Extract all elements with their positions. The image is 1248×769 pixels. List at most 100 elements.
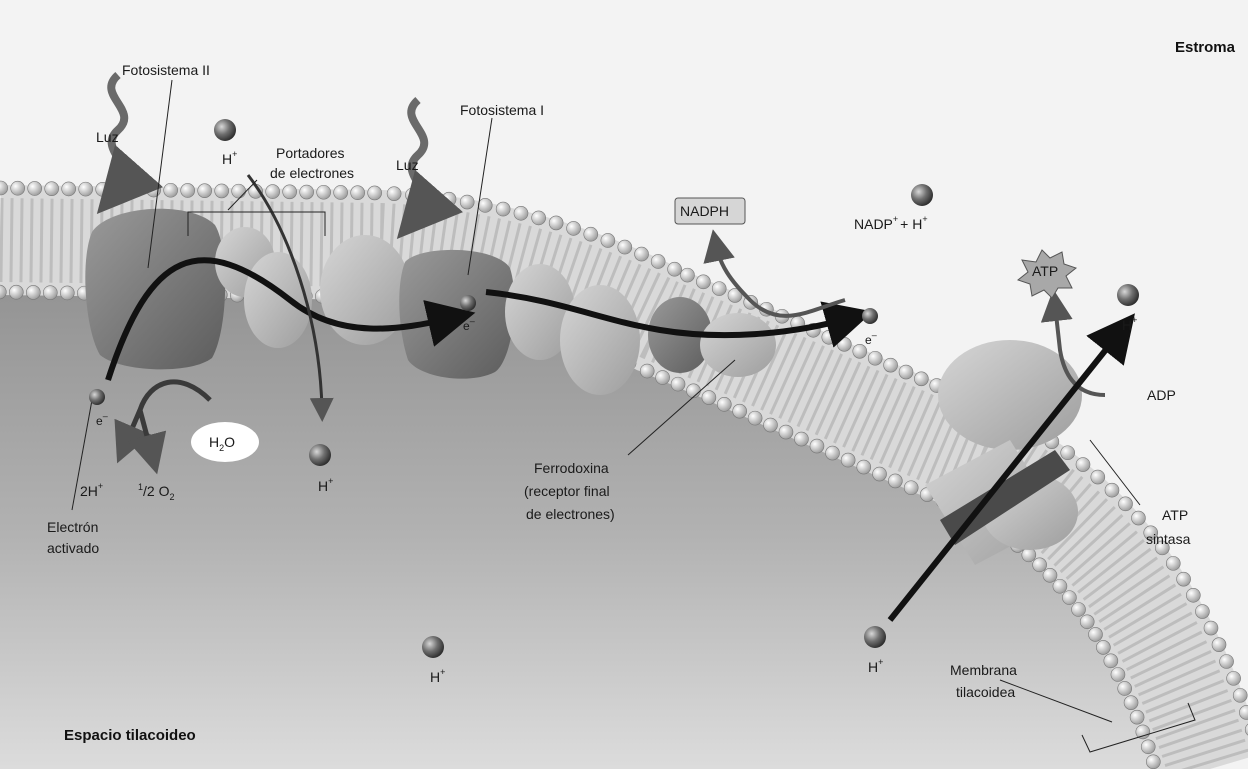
phospholipid-head — [1220, 655, 1234, 669]
phospholipid-head — [733, 404, 747, 418]
phospholipid-head — [1177, 572, 1191, 586]
phospholipid-head — [826, 446, 840, 460]
activated-electron-label-1: Electrón — [47, 519, 98, 535]
phospholipid-head — [478, 198, 492, 212]
phospholipid-head — [1233, 688, 1247, 702]
nadph-label: NADPH — [680, 203, 729, 219]
phospholipid-head — [532, 211, 546, 225]
adp-label: ADP — [1147, 387, 1176, 403]
phospholipid-head — [1146, 755, 1160, 769]
region-lumen-label: Espacio tilacoideo — [64, 727, 196, 744]
phospholipid-head — [696, 275, 710, 289]
phospholipid-head — [1076, 458, 1090, 472]
phospholipid-head — [442, 192, 456, 206]
phospholipid-head — [1195, 605, 1209, 619]
phospholipid-head — [232, 184, 246, 198]
phospholipid-head — [334, 185, 348, 199]
two-h-sup: + — [98, 481, 103, 491]
phospholipid-head — [584, 227, 598, 241]
phospholipid-head — [514, 206, 528, 220]
proton-h-stroma-2 — [911, 184, 933, 206]
phospholipid-head — [496, 202, 510, 216]
two-h-text: 2H — [80, 483, 98, 499]
electron-psi — [460, 295, 476, 311]
photosystem-ii — [85, 209, 225, 370]
phospholipid-head — [317, 185, 331, 199]
water-o: O — [224, 434, 235, 450]
phospholipid-head — [748, 411, 762, 425]
phospholipid-head — [914, 372, 928, 386]
phospholipid-head — [79, 182, 93, 196]
phospholipid-head — [640, 364, 654, 378]
phospholipid-head — [215, 184, 229, 198]
phospholipid-head — [1141, 740, 1155, 754]
electron-carriers-label-2: de electrones — [270, 165, 354, 181]
phospholipid-head — [300, 185, 314, 199]
nadp-sup: + — [893, 214, 898, 224]
phospholipid-head — [635, 247, 649, 261]
phospholipid-head — [618, 240, 632, 254]
ferredoxin-label-1: Ferrodoxina — [534, 460, 609, 476]
phospholipid-head — [1043, 568, 1057, 582]
phospholipid-head — [1136, 725, 1150, 739]
phospholipid-head — [351, 186, 365, 200]
phospholipid-head — [779, 425, 793, 439]
proton-h-stroma-1 — [214, 119, 236, 141]
phospholipid-head — [1227, 671, 1241, 685]
phospholipid-head — [717, 397, 731, 411]
phospholipid-head — [567, 221, 581, 235]
photosystem-ii-label: Fotosistema II — [122, 62, 210, 78]
phospholipid-head — [549, 216, 563, 230]
phospholipid-head — [763, 418, 777, 432]
phospholipid-head — [60, 286, 74, 300]
light-label-psii: Luz — [96, 129, 119, 145]
electron-nadp — [862, 308, 878, 324]
phospholipid-head — [888, 474, 902, 488]
phospholipid-head — [651, 254, 665, 268]
photosystem-i — [399, 250, 514, 379]
nadp-plus-h: + H — [900, 216, 922, 232]
phospholipid-head — [1131, 511, 1145, 525]
atp-synthase-label-1: ATP — [1162, 507, 1188, 523]
phospholipid-head — [1061, 446, 1075, 460]
phospholipid-head — [11, 181, 25, 195]
phospholipid-head — [62, 182, 76, 196]
phospholipid-head — [460, 195, 474, 209]
proton-h-lumen-1 — [309, 444, 331, 466]
region-stroma-label: Estroma — [1175, 39, 1236, 56]
phospholipid-head — [810, 439, 824, 453]
phospholipid-head — [884, 358, 898, 372]
phospholipid-head — [837, 337, 851, 351]
nadp-base-text: NADP — [854, 216, 893, 232]
phospholipid-head — [794, 432, 808, 446]
phospholipid-head — [283, 185, 297, 199]
atp-label: ATP — [1032, 263, 1058, 279]
phospholipid-head — [1088, 627, 1102, 641]
phospholipid-head — [181, 183, 195, 197]
phospholipid-head — [857, 460, 871, 474]
nadp-h-sup: + — [922, 214, 927, 224]
phospholipid-head — [1091, 470, 1105, 484]
phospholipid-head — [1111, 668, 1125, 682]
phospholipid-head — [1062, 591, 1076, 605]
nadp-label: NADP++ H+ — [854, 214, 928, 232]
phospholipid-head — [1080, 615, 1094, 629]
phospholipid-head — [368, 186, 382, 200]
atp-synthase-label-2: sintasa — [1146, 531, 1191, 547]
phospholipid-head — [1105, 483, 1119, 497]
phospholipid-head — [1104, 654, 1118, 668]
phospholipid-head — [43, 286, 57, 300]
phospholipid-head — [266, 185, 280, 199]
phospholipid-head — [712, 282, 726, 296]
phospholipid-head — [26, 285, 40, 299]
phospholipid-head — [668, 262, 682, 276]
half-den: /2 O — [143, 483, 170, 499]
phospholipid-head — [1119, 497, 1133, 511]
phospholipid-head — [387, 187, 401, 201]
phospholipid-head — [1118, 681, 1132, 695]
phospholipid-head — [841, 453, 855, 467]
phospholipid-head — [601, 233, 615, 247]
electron-carriers-label-1: Portadores — [276, 145, 344, 161]
